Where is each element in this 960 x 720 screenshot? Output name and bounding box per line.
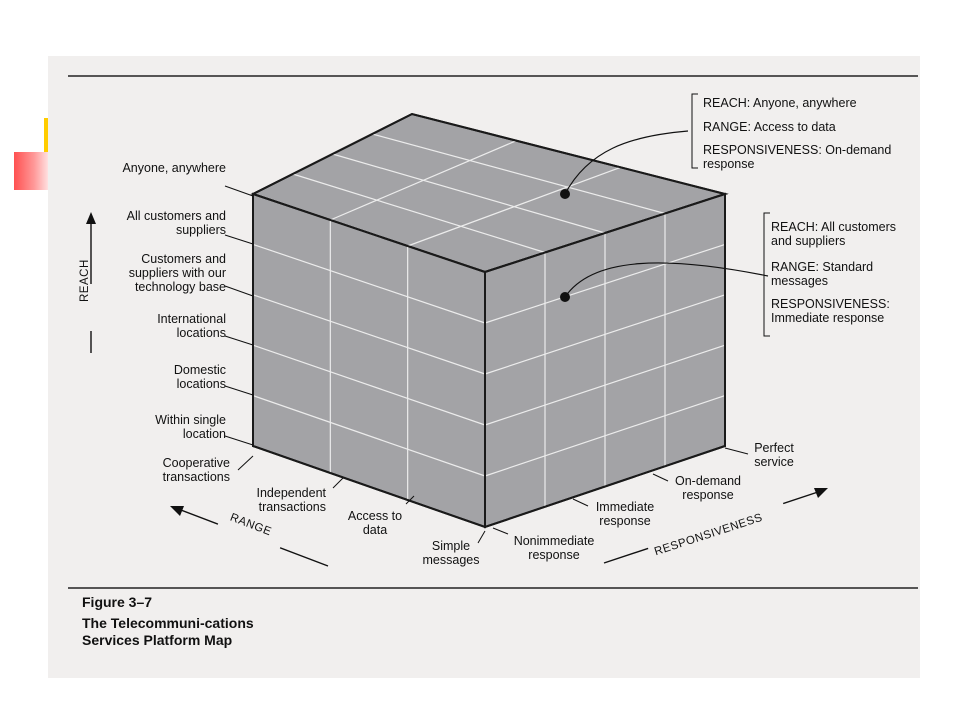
reach-label-technology-base: Customers and suppliers with our technol… (128, 252, 226, 294)
callout-bracket-top (691, 93, 698, 169)
range-label-simple-messages: Simple messages (422, 539, 480, 567)
callout-bracket-side (763, 212, 770, 337)
reach-label-domestic: Domestic locations (173, 363, 226, 391)
reach-leaders (224, 185, 254, 446)
range-label-cooperative: Cooperative transactions (162, 456, 230, 484)
bleed-through-text (688, 78, 691, 90)
callout-side-reach: REACH: All customers and suppliers (771, 220, 897, 248)
responsiveness-leaders (492, 447, 749, 535)
callout-curve-side (564, 262, 769, 298)
responsiveness-label-immediate: Immediate response (595, 500, 655, 528)
figure-caption: Figure 3–7 The Telecommuni-cations Servi… (82, 594, 272, 649)
range-label-independent: Independent transactions (256, 486, 326, 514)
range-leaders (237, 455, 486, 544)
callout-side-responsiveness: RESPONSIVENESS: Immediate response (771, 297, 890, 325)
slide-accent-block (14, 152, 48, 190)
responsiveness-label-nonimmediate: Nonimmediate response (513, 534, 595, 562)
reach-label-international: International locations (157, 312, 226, 340)
callout-top-reach: REACH: Anyone, anywhere (703, 96, 857, 110)
callout-curve-top (564, 130, 689, 195)
callout-top-responsiveness: RESPONSIVENESS: On-demand response (703, 143, 892, 171)
figure-title: The Telecommuni-cations Services Platfor… (82, 615, 254, 648)
cube-grid (252, 133, 726, 507)
figure-number: Figure 3–7 (82, 594, 153, 610)
reach-label-single-location: Within single location (155, 413, 226, 441)
callout-side-range: RANGE: Standard messages (771, 260, 874, 288)
range-label-access-to-data: Access to data (347, 509, 403, 537)
reach-label-anyone: Anyone, anywhere (122, 161, 226, 175)
reach-label-all-customers: All customers and suppliers (126, 209, 226, 237)
responsiveness-label-perfect: Perfect service (754, 441, 794, 469)
callout-top-range: RANGE: Access to data (703, 120, 836, 134)
cube-diagram (68, 75, 918, 589)
scanned-book-page: Anyone, anywhere All customers and suppl… (48, 56, 920, 678)
reach-axis-title: REACH (79, 259, 91, 302)
responsiveness-label-on-demand: On-demand response (674, 474, 741, 502)
